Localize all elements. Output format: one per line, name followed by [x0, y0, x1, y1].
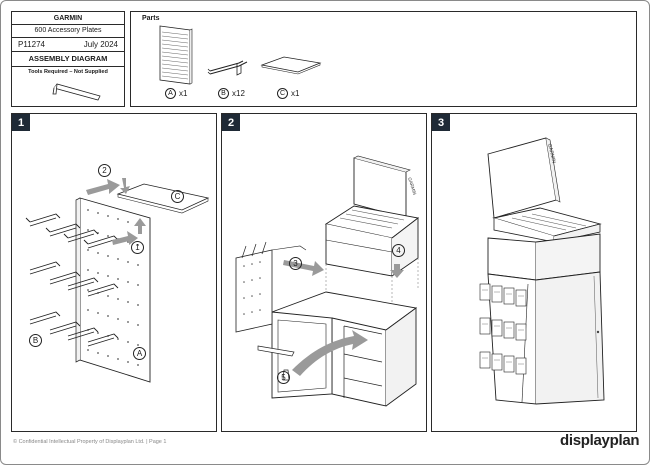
svg-text:GARMIN: GARMIN — [407, 177, 417, 196]
header-brand-text: GARMIN — [546, 143, 557, 164]
up-arrow — [134, 218, 146, 234]
part-a-marker: A — [133, 347, 146, 360]
parts-heading: Parts — [142, 15, 160, 22]
product-description: 600 Accessory Plates — [12, 24, 124, 38]
assembled-base — [535, 271, 605, 405]
peg-hook-icon — [207, 60, 248, 76]
hooks-row-3 — [29, 311, 119, 347]
lower-arrow — [390, 264, 404, 278]
title-block: GARMIN 600 Accessory Plates P11274 July … — [11, 11, 125, 107]
callout-5: 5 — [277, 371, 290, 384]
callout-2: 2 — [98, 164, 111, 177]
hooks-row-1 — [25, 213, 119, 249]
company-logo: displayplan — [560, 432, 640, 449]
part-b-qty: x12 — [232, 89, 245, 98]
step-1-illustration — [25, 178, 210, 383]
base-cabinet — [331, 317, 387, 407]
step-2-illustration: GARMIN — [235, 155, 420, 407]
project-info-row: P11274 July 2024 — [12, 37, 124, 52]
part-b-letter: B — [218, 88, 229, 99]
hooks-row-2 — [29, 261, 119, 297]
part-c-marker: C — [171, 190, 184, 203]
step-1-number: 1 — [12, 114, 30, 131]
step-3-illustration: GARMIN — [479, 137, 605, 405]
part-c-letter: C — [277, 88, 288, 99]
project-date: July 2024 — [83, 39, 118, 49]
step-3-panel: 3 GARMIN — [431, 113, 637, 432]
push-arrow — [112, 231, 138, 245]
part-a-letter: A — [165, 88, 176, 99]
pegboard-icon — [159, 25, 193, 85]
tools-heading: Tools Required – Not Supplied — [28, 69, 108, 75]
accessory-packs — [479, 283, 527, 375]
callout-3: 3 — [289, 257, 302, 270]
plate-c — [116, 183, 210, 211]
callout-1: 1 — [131, 241, 144, 254]
step-3-number: 3 — [432, 114, 450, 131]
close-door-arrow — [292, 330, 368, 376]
part-b-marker: B — [29, 334, 42, 347]
part-a-label: A x1 — [165, 88, 187, 99]
copyright-footer: © Confidential Intellectual Property of … — [13, 439, 167, 445]
step-2-panel: 2 GARMIN — [221, 113, 427, 432]
down-arrow — [120, 178, 130, 194]
document-type: ASSEMBLY DIAGRAM — [12, 51, 124, 67]
part-b-label: B x12 — [218, 88, 245, 99]
part-c-label: C x1 — [277, 88, 299, 99]
part-a-qty: x1 — [179, 89, 188, 98]
allen-key-icon — [52, 83, 101, 101]
parts-panel: Parts A x1 B x12 C x1 — [130, 11, 637, 107]
slide-arrow — [86, 179, 120, 195]
callout-4: 4 — [392, 244, 405, 257]
assembled-header — [487, 137, 557, 219]
pegboard-insert — [235, 249, 273, 333]
top-unit — [391, 217, 419, 277]
plate-icon — [260, 56, 322, 75]
step-2-number: 2 — [222, 114, 240, 131]
brand-name: GARMIN — [12, 12, 124, 25]
step-1-panel: 1 — [11, 113, 217, 432]
part-c-qty: x1 — [291, 89, 300, 98]
project-number: P11274 — [18, 39, 45, 49]
